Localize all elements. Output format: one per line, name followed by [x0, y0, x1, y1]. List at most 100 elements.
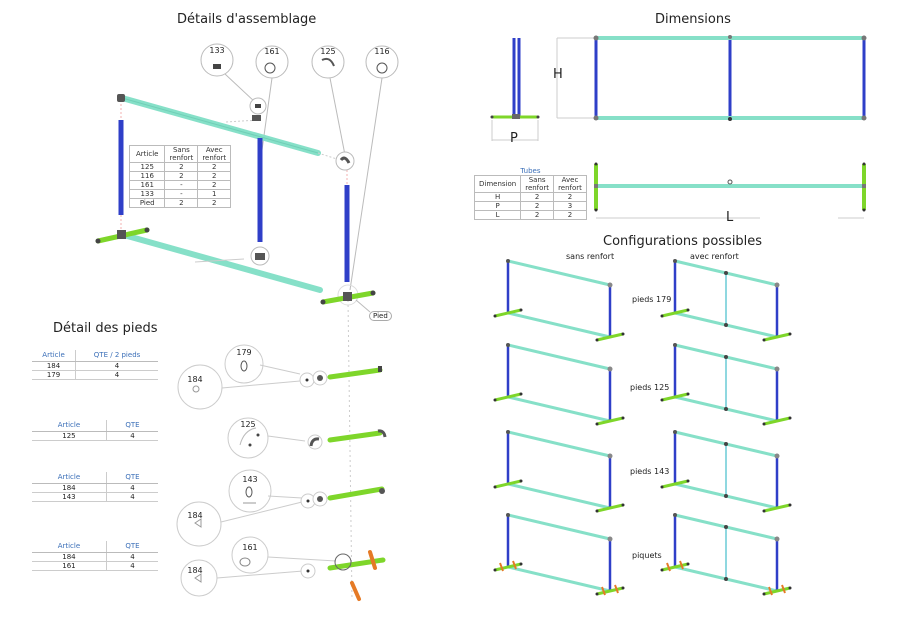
bottom-rail — [507, 395, 611, 423]
foot — [661, 308, 689, 318]
config-row-pieds-179: pieds 179 — [632, 295, 672, 304]
cell: 125 — [32, 431, 107, 441]
header-text: renfort — [169, 154, 194, 162]
fitting — [506, 430, 510, 434]
cell: 184 — [32, 483, 107, 493]
callout-label-116: 116 — [374, 47, 390, 56]
config-pieds-143-avec-renfort — [660, 430, 792, 513]
foot — [494, 479, 522, 489]
foot-end — [621, 586, 625, 590]
header-text: renfort — [558, 184, 582, 192]
foot-right — [320, 284, 376, 313]
config-pieds-143-sans-renfort — [493, 430, 625, 513]
foot-end — [762, 509, 766, 513]
callout-133 — [200, 43, 256, 103]
foot-end — [519, 562, 523, 566]
bottom-rail — [507, 482, 611, 510]
fitting — [673, 513, 677, 517]
header-text: Dimension — [479, 180, 517, 188]
cell: 4 — [106, 552, 158, 562]
stake-orange — [368, 550, 377, 570]
pied-tag: Pied — [369, 311, 392, 321]
foot — [661, 479, 689, 489]
foot-end — [686, 392, 690, 396]
front-view — [593, 35, 867, 121]
foot-end — [788, 503, 792, 507]
foot-end — [519, 479, 523, 483]
col-article: Article — [32, 541, 107, 553]
top-rail — [507, 343, 611, 371]
cell: 4 — [106, 561, 158, 571]
callout-label-161: 161 — [264, 47, 280, 56]
foot-left — [95, 227, 150, 244]
foot — [596, 416, 624, 426]
foot — [494, 392, 522, 402]
config-pieds-125-avec-renfort — [660, 343, 792, 426]
config-col-sans-renfort: sans renfort — [566, 252, 615, 261]
header-text: Avec — [205, 146, 223, 154]
foot-end — [762, 338, 766, 342]
config-row-pieds-125: pieds 125 — [630, 383, 670, 392]
col-qte: QTE — [106, 541, 158, 553]
foot — [661, 392, 689, 402]
fitting — [774, 282, 780, 288]
fitting — [724, 577, 728, 581]
fitting — [774, 366, 780, 372]
foot-end — [686, 562, 690, 566]
foot — [661, 562, 689, 572]
foot — [763, 332, 791, 342]
config-piquets-sans-renfort — [493, 513, 625, 596]
col-qte: QTE — [106, 420, 158, 432]
foot-end — [595, 509, 599, 513]
fitting — [506, 259, 510, 263]
callout-label-184c: 184 — [187, 566, 203, 575]
callout-116 — [349, 45, 399, 291]
cell: Pied — [128, 198, 166, 208]
fitting — [673, 259, 677, 263]
cell: 143 — [32, 492, 107, 502]
foot-detail-143 — [176, 469, 385, 547]
foot-end — [621, 416, 625, 420]
stake — [679, 560, 684, 570]
cell: 184 — [32, 552, 107, 562]
dim-label-depth: P — [510, 131, 518, 146]
fitting — [724, 525, 728, 529]
top-rail — [507, 513, 611, 541]
fitting — [607, 366, 613, 372]
fitting — [724, 407, 728, 411]
cell: 4 — [106, 483, 158, 493]
foot-end — [788, 586, 792, 590]
foot-detail-125 — [227, 417, 387, 459]
dim-label-height: H — [553, 67, 563, 82]
foot — [763, 416, 791, 426]
stake — [666, 562, 671, 572]
header-text: renfort — [525, 184, 550, 192]
stake — [781, 584, 786, 594]
top-rail — [507, 259, 611, 287]
col-article: Article — [32, 472, 107, 484]
foot-end — [762, 592, 766, 596]
callout-label-161b: 161 — [242, 543, 258, 552]
fitting — [673, 430, 677, 434]
foot — [596, 586, 624, 596]
header-text: Article — [136, 150, 159, 158]
fitting — [724, 442, 728, 446]
callout-label-125b: 125 — [240, 420, 256, 429]
fitting — [724, 271, 728, 275]
config-row-piquets: piquets — [632, 551, 662, 560]
col-qte: QTE / 2 pieds — [75, 350, 158, 362]
foot-end — [686, 479, 690, 483]
